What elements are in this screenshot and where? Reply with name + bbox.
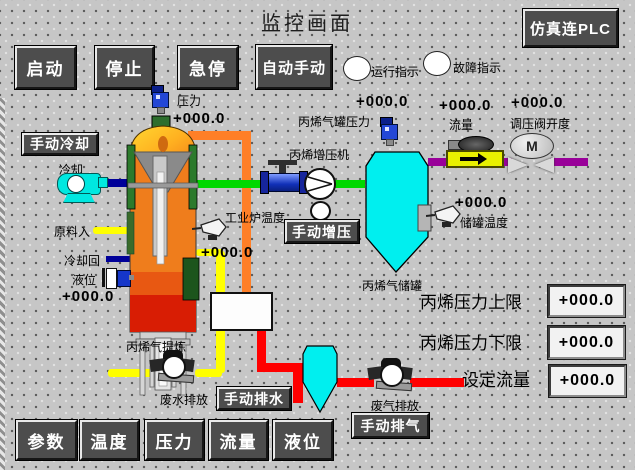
gas-tank-label: 丙烯气储罐 [362,279,423,293]
pipe-red-h2 [337,378,374,387]
pipe-red-box-down [257,331,266,372]
booster-label: 丙烯增压机 [289,148,350,162]
cooling-return-label: 冷却回 [64,254,101,268]
exhaust-valve-icon [367,358,414,392]
pressure-high-input[interactable]: +000.0 [547,284,626,318]
manual-cooling-button[interactable]: 手动冷却 [21,132,99,156]
valve-opening-label: 调压阀开度 [510,117,571,131]
waste-tank [302,345,338,414]
plc-simulate-button[interactable]: 仿真连PLC [522,8,619,48]
nav-params-button[interactable]: 参数 [15,419,78,461]
fault-indicator-lamp [423,51,451,76]
compressor-icon [304,168,336,200]
pressure-high-label: 丙烯压力上限 [420,293,522,312]
tank-pressure-label: 丙烯气罐压力 [298,115,371,129]
level-value: +000.0 [62,288,115,305]
waste-water-label: 废水排放 [160,393,209,407]
furnace-temp-label: 工业炉温度 [225,211,286,225]
pipe-red-h3 [410,378,464,387]
tank-temp-value: +000.0 [455,194,508,211]
pipe-green-furnace-to-valve [195,180,264,188]
stop-button[interactable]: 停止 [94,45,155,90]
pipe-purple-3 [550,158,588,166]
waste-gas-label: 废气排放 [371,399,420,413]
pipe-green-comp-to-tank [333,180,365,188]
pipe-drain-top [196,249,223,256]
nav-pressure-button[interactable]: 压力 [144,419,205,461]
run-indicator-label: 运行指示 [371,65,420,79]
material-in-label: 原料入 [54,225,91,239]
tank-temp-sensor-icon [426,205,461,227]
pipe-drain-elbow [195,369,222,377]
level-label: 液位 [72,273,97,287]
booster-inlet-valve-icon [260,158,308,196]
manual-exhaust-button[interactable]: 手动排气 [351,412,430,439]
pipe-furnace-gas-h [188,131,251,140]
pipe-red-h1 [257,363,305,372]
auto-manual-button[interactable]: 自动手动 [255,44,333,90]
compressor-sub-circle [310,201,331,221]
pipe-furnace-gas-v [242,131,251,293]
pipe-purple-2 [502,158,512,166]
control-valve-motor-letter: M [510,133,554,159]
pipe-purple-1 [428,158,449,166]
furnace-temp-sensor-icon [192,218,227,240]
set-flow-input[interactable]: +000.0 [548,364,627,398]
valve-opening-value: +000.0 [511,94,564,111]
pressure-sensor-icon [150,85,170,115]
level-sensor-icon [102,266,134,290]
nav-level-button[interactable]: 液位 [272,419,334,461]
furnace-temp-value: +000.0 [201,244,254,261]
control-valve-icon: M [508,133,554,173]
pressure-low-input[interactable]: +000.0 [547,325,626,360]
pressure-value: +000.0 [173,110,226,127]
nav-temperature-button[interactable]: 温度 [79,419,140,461]
window-edge-strip [0,98,5,470]
tank-pressure-value: +000.0 [356,93,409,110]
flow-value: +000.0 [439,97,492,114]
pipe-material-in [93,227,130,234]
nav-flow-button[interactable]: 流量 [208,419,269,461]
page-title: 监控画面 [261,13,353,35]
fault-indicator-label: 故障指示 [453,61,502,75]
pressure-low-label: 丙烯压力下限 [420,334,522,353]
set-flow-label: 设定流量 [462,371,530,390]
manual-boost-button[interactable]: 手动增压 [284,219,360,244]
gas-storage-tank [365,151,432,273]
run-indicator-lamp [343,56,371,81]
separator-box [210,292,273,331]
pipe-cooling-in [100,179,131,187]
pipe-drain-left [108,369,153,377]
estop-button[interactable]: 急停 [177,45,239,90]
manual-drain-button[interactable]: 手动排水 [216,386,292,411]
flow-label: 流量 [449,118,474,132]
pipe-red-tank-in [293,363,303,403]
refine-valve-icon [149,350,196,384]
pressure-label: 压力 [177,94,202,108]
tank-temp-label: 储罐温度 [460,216,509,230]
start-button[interactable]: 启动 [14,45,77,90]
flow-meter-icon [446,136,506,170]
cooling-pump-icon [55,170,108,204]
tank-pressure-sensor-icon [379,117,399,147]
pipe-cooling-return [106,256,130,262]
